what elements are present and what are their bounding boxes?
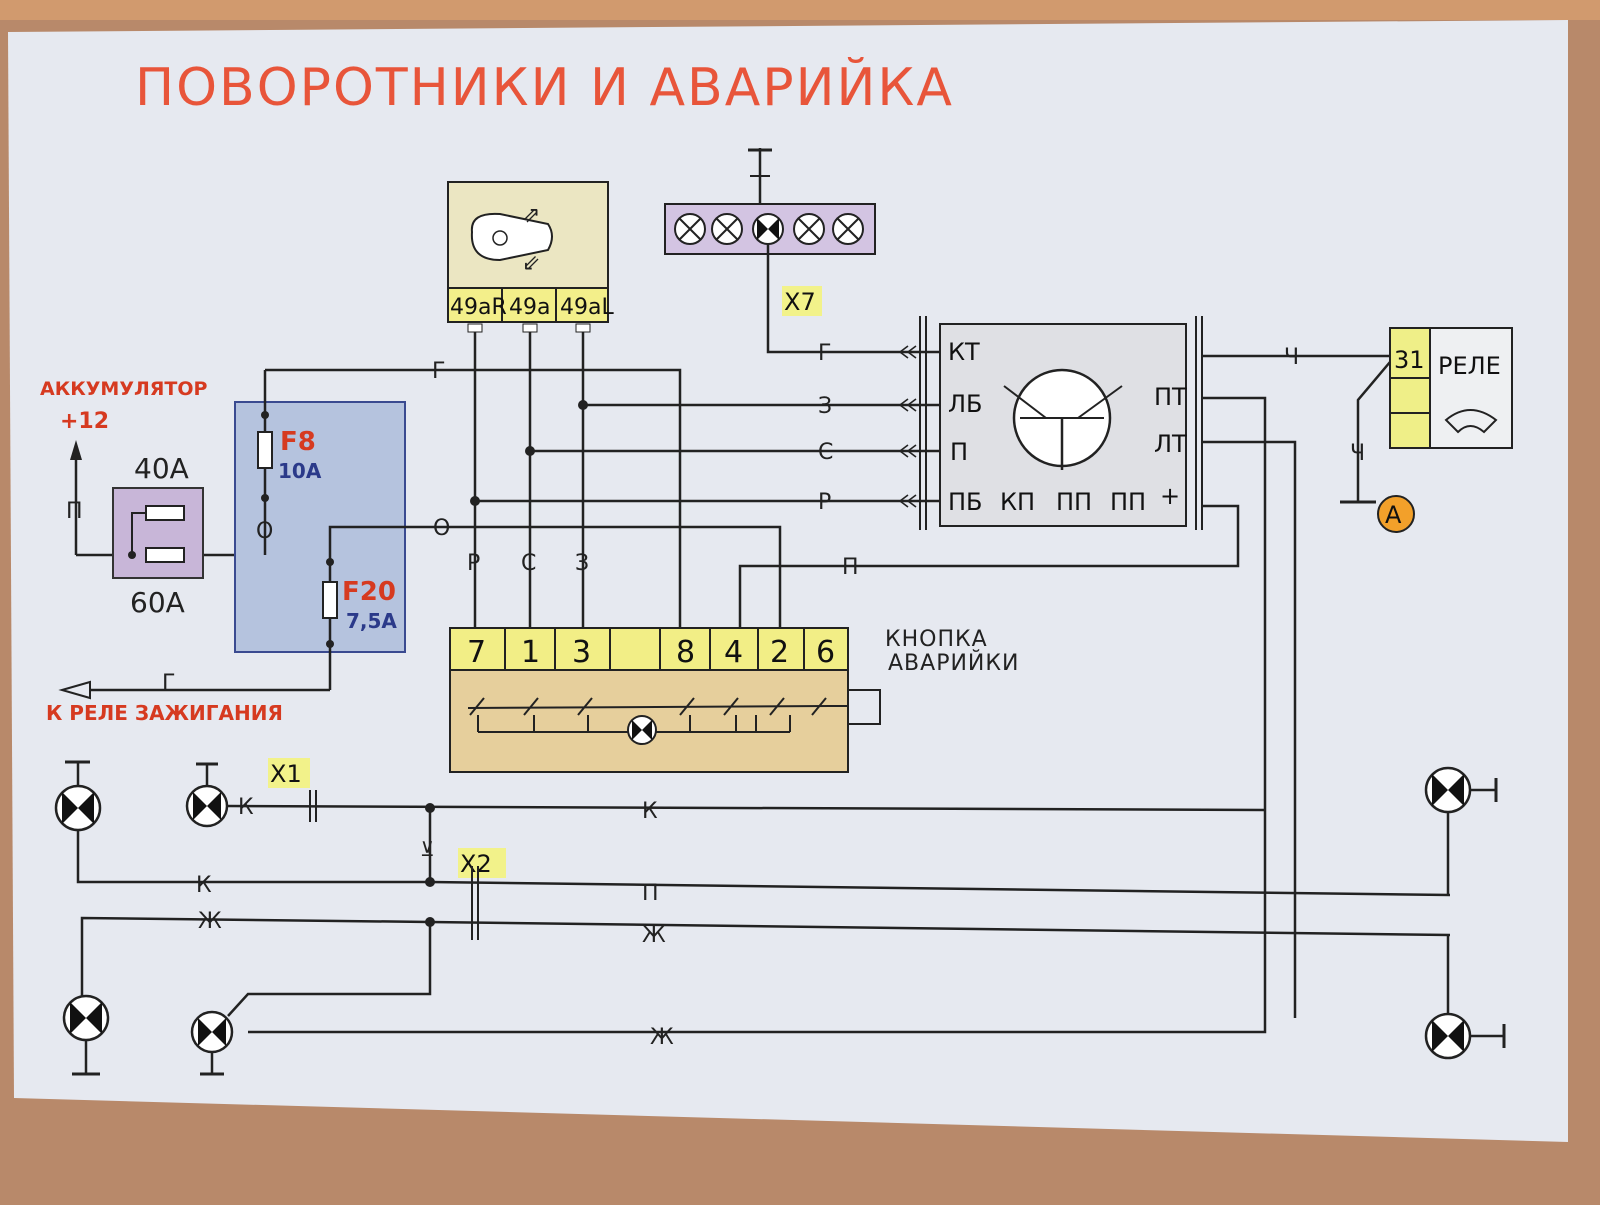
connector-x2: X2	[460, 850, 492, 878]
wiper-relay-icon	[1444, 409, 1498, 434]
hazard-label-line2: АВАРИЙКИ	[888, 650, 1019, 676]
wire-label-g-kt: Г	[818, 341, 831, 366]
wire-label-r-vertical: Р	[467, 551, 480, 576]
flasher-term-pp2: ПП	[1110, 488, 1146, 516]
flasher-term-pb: ПБ	[948, 488, 983, 516]
battery-wire-label: П	[66, 499, 83, 524]
fuse-box-wire-o: О	[256, 519, 273, 544]
lamp-rear-right	[1424, 935, 1506, 1060]
dash-lamp-icons	[674, 213, 864, 245]
flasher-term-p: П	[950, 438, 968, 466]
wire-label-r: Р	[818, 490, 831, 515]
wire-label-p-mid: П	[642, 881, 659, 906]
stalk-lever-icon	[470, 212, 553, 262]
wire-label-s: С	[818, 440, 833, 465]
fuse-f8-icon	[257, 431, 273, 469]
lamp-rear-left-inner	[190, 1010, 234, 1076]
diagram-title: ПОВОРОТНИКИ И АВАРИЙКА	[135, 57, 954, 118]
hazard-label-line1: КНОПКА	[885, 627, 988, 652]
main-fuse-60a: 60А	[130, 586, 185, 619]
ignition-relay-label: К РЕЛЕ ЗАЖИГАНИЯ	[46, 701, 283, 725]
relay-pin-31: 31	[1394, 346, 1425, 374]
fuse-f20-icon	[322, 581, 338, 619]
lamp-front-right	[1424, 766, 1498, 895]
wire-label-k-lamp: К	[238, 795, 254, 820]
hazard-pin-8: 8	[676, 635, 695, 670]
stalk-pin-49aL: 49aL	[560, 295, 614, 320]
flasher-term-plus: +	[1160, 482, 1180, 510]
flasher-term-pp1: ПП	[1056, 488, 1092, 516]
wire-label-z-vertical: З	[575, 551, 589, 576]
ground-point-label: А	[1385, 501, 1402, 529]
wire-label-k-mid: К	[642, 799, 658, 824]
flasher-term-lb: ЛБ	[948, 390, 983, 418]
paper-sheet	[8, 20, 1568, 1142]
battery-label: АККУМУЛЯТОР	[40, 378, 207, 400]
hazard-pin-1: 1	[521, 635, 540, 670]
hazard-pin-2: 2	[770, 635, 789, 670]
wire-label-ch-ground: Ч	[1350, 441, 1365, 466]
wire-label-g-top: Г	[432, 359, 445, 384]
relay-label: РЕЛЕ	[1438, 352, 1501, 380]
flasher-relay	[939, 323, 1187, 527]
hazard-pin-3: 3	[572, 635, 591, 670]
fuse-f8-name: F8	[280, 427, 316, 457]
flasher-input-arrows	[898, 345, 917, 508]
fuse-f20-name: F20	[342, 577, 396, 607]
connector-x1: X1	[270, 760, 302, 788]
flasher-term-lt: ЛТ	[1154, 430, 1187, 458]
wire-label-p: П	[842, 555, 859, 580]
battery-voltage: +12	[60, 409, 109, 434]
wire-label-k-left: К	[196, 873, 212, 898]
wire-label-ch: Ч	[1284, 345, 1299, 370]
ignition-arrow-icon	[58, 680, 91, 700]
fuse-40a-icon	[145, 505, 185, 521]
wire-label-zh-left: Ж	[198, 909, 222, 934]
hazard-pin-dividers	[504, 628, 805, 670]
transistor-icon	[1003, 368, 1123, 470]
flasher-term-pt: ПТ	[1154, 383, 1187, 411]
wire-label-zh-mid: Ж	[642, 923, 666, 948]
hazard-pin-4: 4	[724, 635, 743, 670]
lamp-front-left-outer	[54, 760, 430, 884]
fuse-60a-icon	[145, 547, 185, 563]
fuse-f8-rating: 10А	[278, 459, 322, 483]
stalk-down-arrow-icon: ⇙	[522, 251, 540, 276]
flasher-term-kt: КТ	[948, 338, 980, 366]
wire-label-zh-bottom: Ж	[650, 1025, 674, 1050]
dash-connector-x7: X7	[784, 288, 816, 316]
fuse-f20-rating: 7,5А	[346, 609, 397, 633]
battery-arrow-icon	[70, 440, 82, 460]
lamp-rear-left-outer	[62, 994, 110, 1076]
hazard-pin-7: 7	[467, 635, 486, 670]
main-fuse-40a: 40А	[134, 452, 189, 485]
stalk-up-arrow-icon: ⇗	[522, 203, 540, 228]
wire-label-s-vertical: С	[521, 551, 536, 576]
flasher-term-kp: КП	[1000, 488, 1035, 516]
wire-label-o: О	[433, 516, 450, 541]
ignition-wire-label: Г	[162, 671, 175, 696]
stalk-pin-49aR: 49aR	[450, 295, 507, 320]
main-fuse-block	[112, 487, 204, 579]
stalk-pin-49a: 49a	[509, 295, 550, 320]
diode-icon: ⊻	[420, 837, 435, 861]
ground-point-badge	[1377, 495, 1415, 533]
hazard-pin-6: 6	[816, 635, 835, 670]
wire-label-z: З	[818, 394, 832, 419]
